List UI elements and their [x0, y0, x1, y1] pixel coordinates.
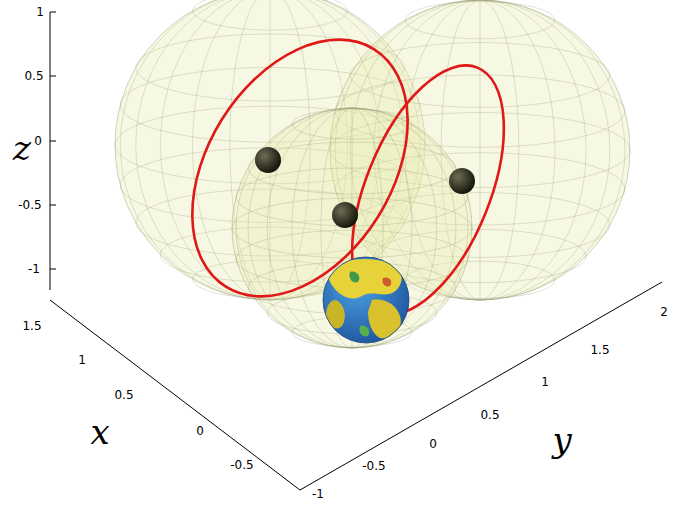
- tick-label: 1.5: [22, 320, 41, 332]
- moon-sphere: [255, 147, 475, 228]
- tick-label: 1: [541, 376, 549, 388]
- tick-label: 1.5: [590, 344, 609, 356]
- tick-label: -0.5: [230, 459, 253, 471]
- tick-label: 1: [36, 6, 44, 18]
- tick-label: 0: [196, 425, 204, 437]
- tick-label: 0.5: [24, 70, 43, 82]
- axis-label: x: [90, 415, 109, 449]
- tick-label: 0: [429, 438, 437, 450]
- tick-label: -1: [28, 263, 40, 275]
- axis-label: z: [13, 131, 31, 165]
- tick-label: -0.5: [18, 199, 41, 211]
- tick-label: 2: [660, 306, 668, 318]
- tick-label: 0.5: [480, 409, 499, 421]
- tick-label: 0: [34, 135, 42, 147]
- tick-label: 1: [78, 354, 86, 366]
- tick-label: 0.5: [114, 389, 133, 401]
- axis-label: y: [552, 423, 571, 457]
- earth-globe: [323, 257, 409, 343]
- tick-label: -1: [312, 488, 324, 500]
- orbit-ellipse: [148, 1, 535, 336]
- tick-label: -0.5: [362, 460, 385, 472]
